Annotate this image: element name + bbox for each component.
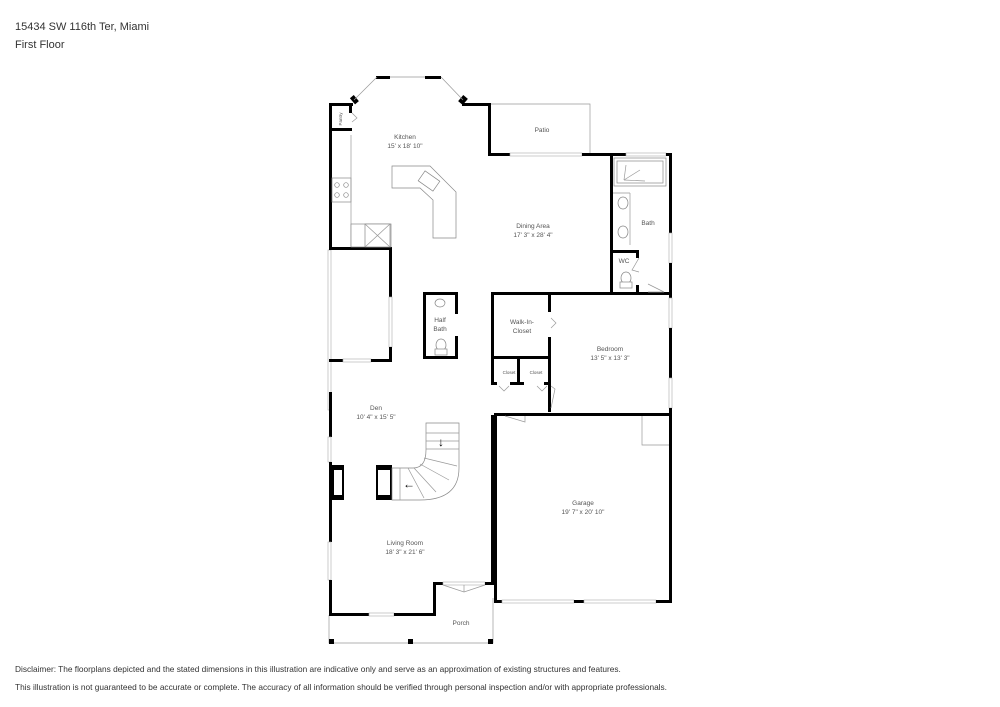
room-dims-den: 10' 4" x 15' 5" [356, 414, 396, 421]
interior-walls [329, 103, 672, 446]
room-label-pantry: Pantry [338, 112, 343, 126]
property-address: 15434 SW 116th Ter, Miami [15, 21, 150, 33]
sink-icon [434, 298, 446, 308]
room-dims-dining-area: 17' 3" x 28' 4" [513, 232, 553, 239]
stove-burner-icon [334, 182, 340, 188]
room-dims-living-room: 18' 3" x 21' 6" [385, 549, 425, 556]
room-label-wc: WC [619, 258, 630, 265]
exterior-walls [327, 76, 673, 617]
room-label-living-room: Living Room [387, 540, 423, 547]
room-label-closet-1: Closet [503, 370, 517, 375]
patio-area [490, 103, 591, 155]
disclaimer-line-1: Disclaimer: The floorplans depicted and … [15, 664, 621, 674]
room-label-bedroom: Bedroom [597, 346, 623, 353]
room-label-walk-in-closet: Walk-In- [510, 319, 534, 326]
stairs-left-arrow-icon: ← [403, 477, 415, 491]
sink-icon [617, 196, 629, 210]
kitchen-island [391, 165, 457, 239]
room-labels: Pantry Kitchen 15' x 18' 10" Patio Dinin… [338, 112, 655, 627]
staircase: ↓ ← [391, 422, 460, 501]
room-label-walk-in-closet-2: Closet [513, 328, 532, 335]
sink-icon [417, 170, 441, 192]
porch-area [328, 598, 494, 644]
stove-burner-icon [343, 192, 349, 198]
room-label-bath: Bath [641, 220, 655, 227]
room-dims-bedroom: 13' 5" x 13' 3" [590, 355, 630, 362]
floor-label: First Floor [15, 39, 65, 51]
room-label-half-bath-2: Bath [433, 326, 447, 333]
room-dims-kitchen: 15' x 18' 10" [387, 143, 423, 150]
room-label-kitchen: Kitchen [394, 134, 416, 141]
disclaimer-line-2: This illustration is not guaranteed to b… [15, 682, 667, 692]
room-label-den: Den [370, 405, 382, 412]
bath-fixtures [434, 157, 667, 356]
room-label-half-bath: Half [434, 317, 446, 324]
room-label-porch: Porch [453, 620, 470, 627]
room-label-garage: Garage [572, 500, 594, 507]
room-dims-garage: 19' 7" x 20' 10" [562, 509, 606, 516]
room-label-closet-2: Closet [530, 370, 544, 375]
stove-burner-icon [343, 182, 349, 188]
room-label-patio: Patio [535, 127, 550, 134]
kitchen-fixtures [331, 135, 457, 248]
sink-icon [617, 225, 629, 239]
stove-burner-icon [334, 192, 340, 198]
fireplace-icon [332, 465, 392, 500]
room-label-dining-area: Dining Area [516, 223, 550, 230]
stairs-down-arrow-icon: ↓ [438, 435, 444, 449]
